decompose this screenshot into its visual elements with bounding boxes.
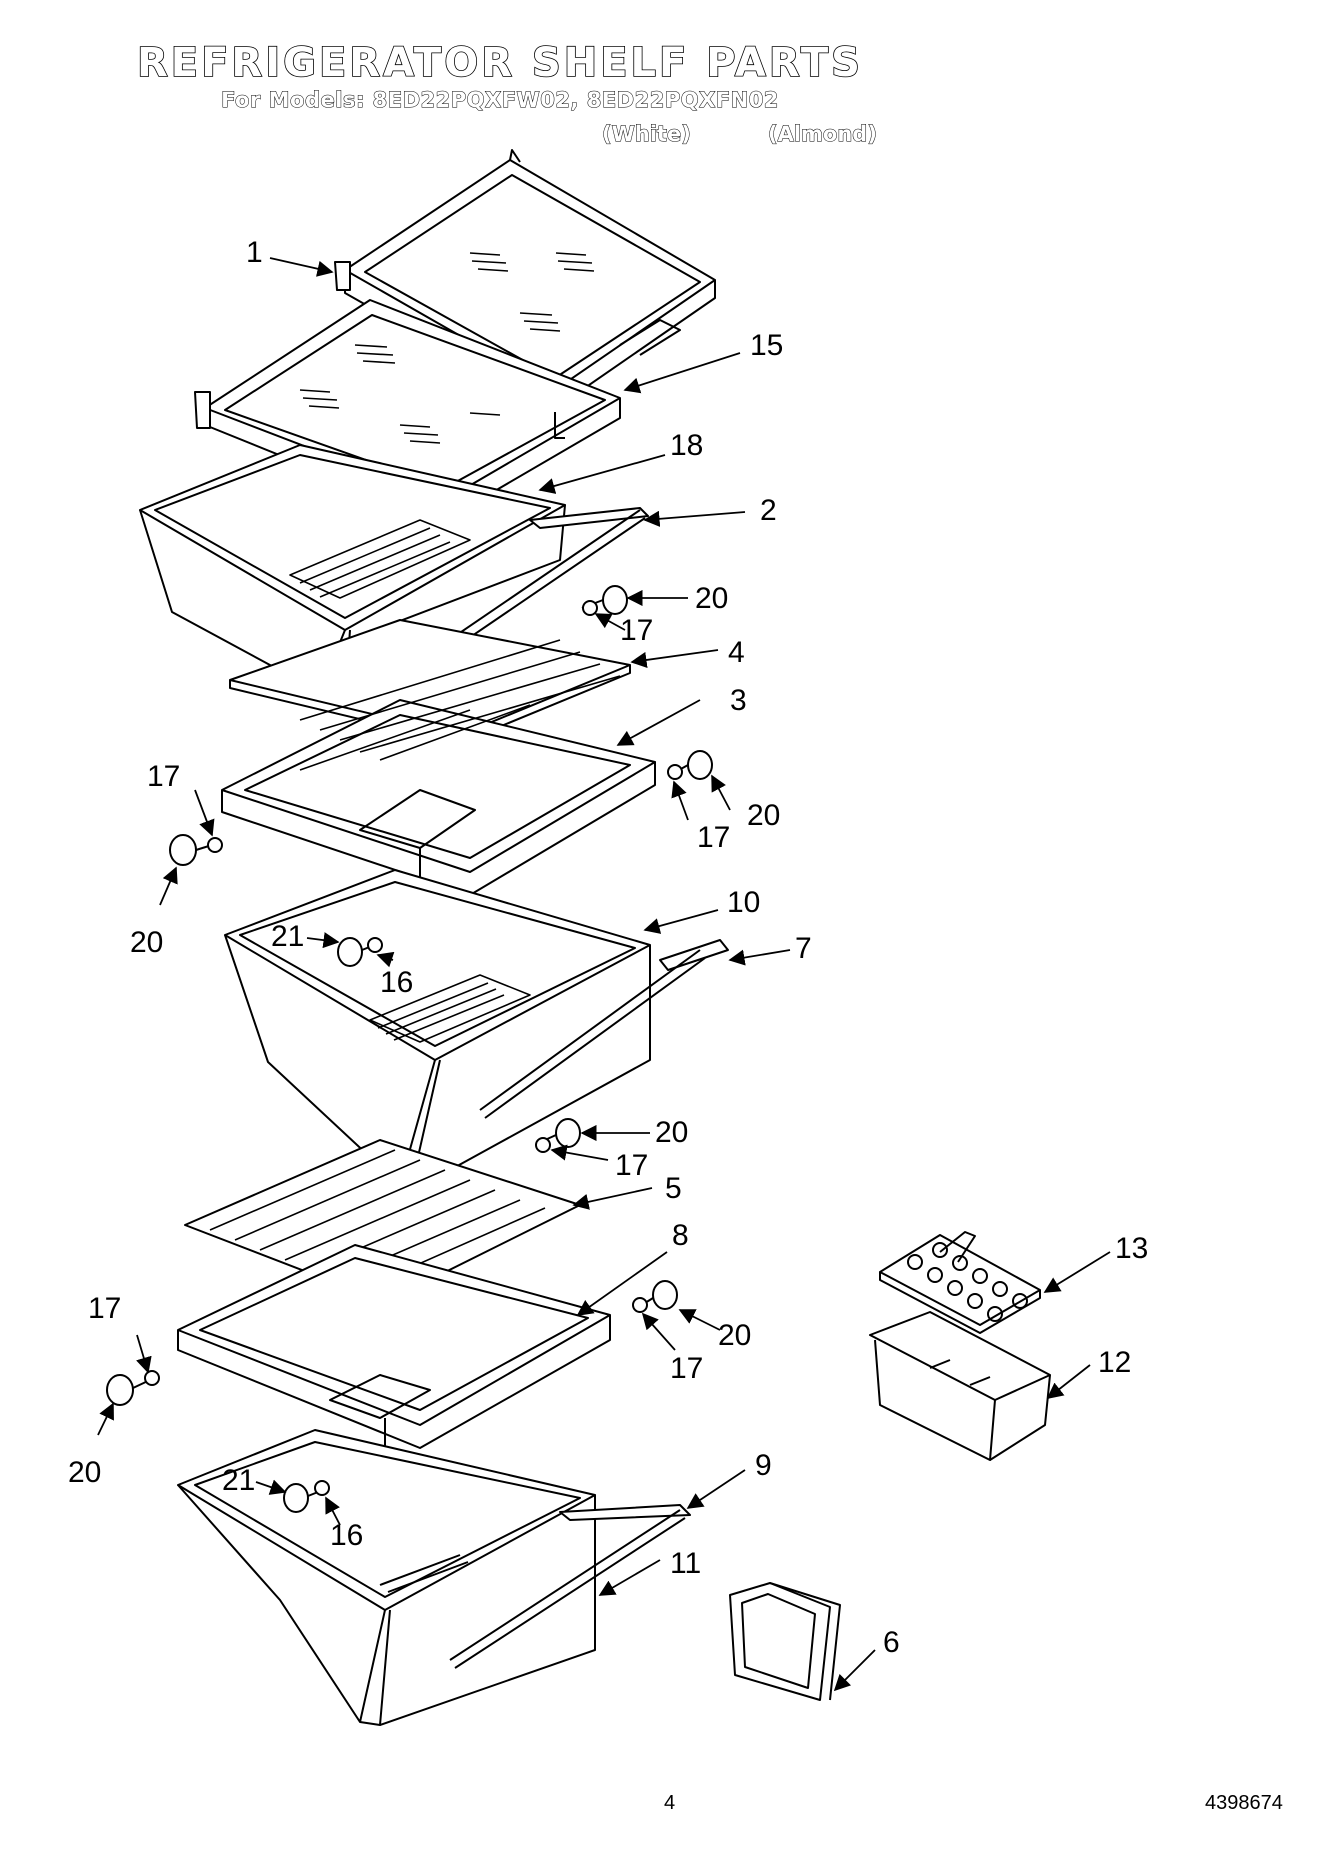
part-17-bolt-frame8-right bbox=[632, 1297, 648, 1313]
callout-18: 18 bbox=[670, 429, 703, 462]
callout-5: 5 bbox=[665, 1172, 682, 1205]
lower-crisper-pan bbox=[177, 1429, 691, 1726]
callout-21-a: 21 bbox=[271, 920, 304, 953]
callout-12: 12 bbox=[1098, 1346, 1131, 1379]
callout-17-f: 17 bbox=[88, 1292, 121, 1325]
middle-crisper-pan bbox=[224, 869, 729, 1193]
model-numbers: For Models: 8ED22PQXFW02, 8ED22PQXFN02 bbox=[221, 88, 779, 113]
callout-1: 1 bbox=[246, 236, 263, 269]
callout-17-d: 17 bbox=[615, 1149, 648, 1182]
callout-20-c: 20 bbox=[130, 926, 163, 959]
part-12-egg-bin bbox=[869, 1311, 1051, 1461]
part-15-crisper-cover bbox=[554, 412, 565, 439]
callout-13: 13 bbox=[1115, 1232, 1148, 1265]
callout-16-a: 16 bbox=[380, 966, 413, 999]
callout-4: 4 bbox=[728, 636, 745, 669]
callout-7: 7 bbox=[795, 932, 812, 965]
part-3-crisper-frame bbox=[221, 639, 656, 896]
part-17-bolt-middle-right bbox=[535, 1137, 551, 1153]
callout-20-a: 20 bbox=[695, 582, 728, 615]
callout-3: 3 bbox=[730, 684, 747, 717]
callout-9: 9 bbox=[755, 1449, 772, 1482]
callout-20-b: 20 bbox=[747, 799, 780, 832]
page-number: 4 bbox=[664, 1792, 676, 1814]
callout-20-f: 20 bbox=[68, 1456, 101, 1489]
part-20-wheel-frame8-right bbox=[644, 1280, 678, 1310]
callout-11: 11 bbox=[670, 1547, 701, 1580]
callout-17-c: 17 bbox=[697, 821, 730, 854]
variant-almond-label: (Almond) bbox=[768, 122, 878, 147]
callout-10: 10 bbox=[727, 886, 760, 919]
callout-17-b: 17 bbox=[147, 760, 180, 793]
part-20-wheel-frame3-left bbox=[169, 834, 213, 866]
document-number: 4398674 bbox=[1205, 1792, 1283, 1814]
part-16-bolt-middle bbox=[367, 937, 383, 953]
part-13-egg-tray bbox=[879, 1231, 1041, 1334]
part-8-crisper-frame bbox=[177, 1244, 611, 1455]
callout-20-e: 20 bbox=[718, 1319, 751, 1352]
callout-16-b: 16 bbox=[330, 1519, 363, 1552]
part-20-wheel-frame8-left bbox=[106, 1374, 151, 1406]
callout-17-a: 17 bbox=[620, 614, 653, 647]
part-17-bolt-frame8-left bbox=[144, 1370, 160, 1386]
part-16-bolt-lower bbox=[314, 1480, 330, 1496]
diagram-title: REFRIGERATOR SHELF PARTS bbox=[136, 39, 863, 87]
part-6-bin-cover bbox=[729, 1582, 841, 1701]
part-17-bolt-upper-right bbox=[582, 600, 598, 616]
callout-21-b: 21 bbox=[222, 1464, 255, 1497]
part-17-bolt-frame3-left bbox=[207, 837, 223, 853]
upper-crisper-pan bbox=[139, 444, 649, 701]
callout-20-d: 20 bbox=[655, 1116, 688, 1149]
variant-white-label: (White) bbox=[602, 122, 692, 147]
callout-15: 15 bbox=[750, 329, 783, 362]
callout-6: 6 bbox=[883, 1626, 900, 1659]
callout-8: 8 bbox=[672, 1219, 689, 1252]
callout-2: 2 bbox=[760, 494, 777, 527]
part-17-bolt-frame3-right bbox=[667, 764, 683, 780]
callout-17-e: 17 bbox=[670, 1352, 703, 1385]
